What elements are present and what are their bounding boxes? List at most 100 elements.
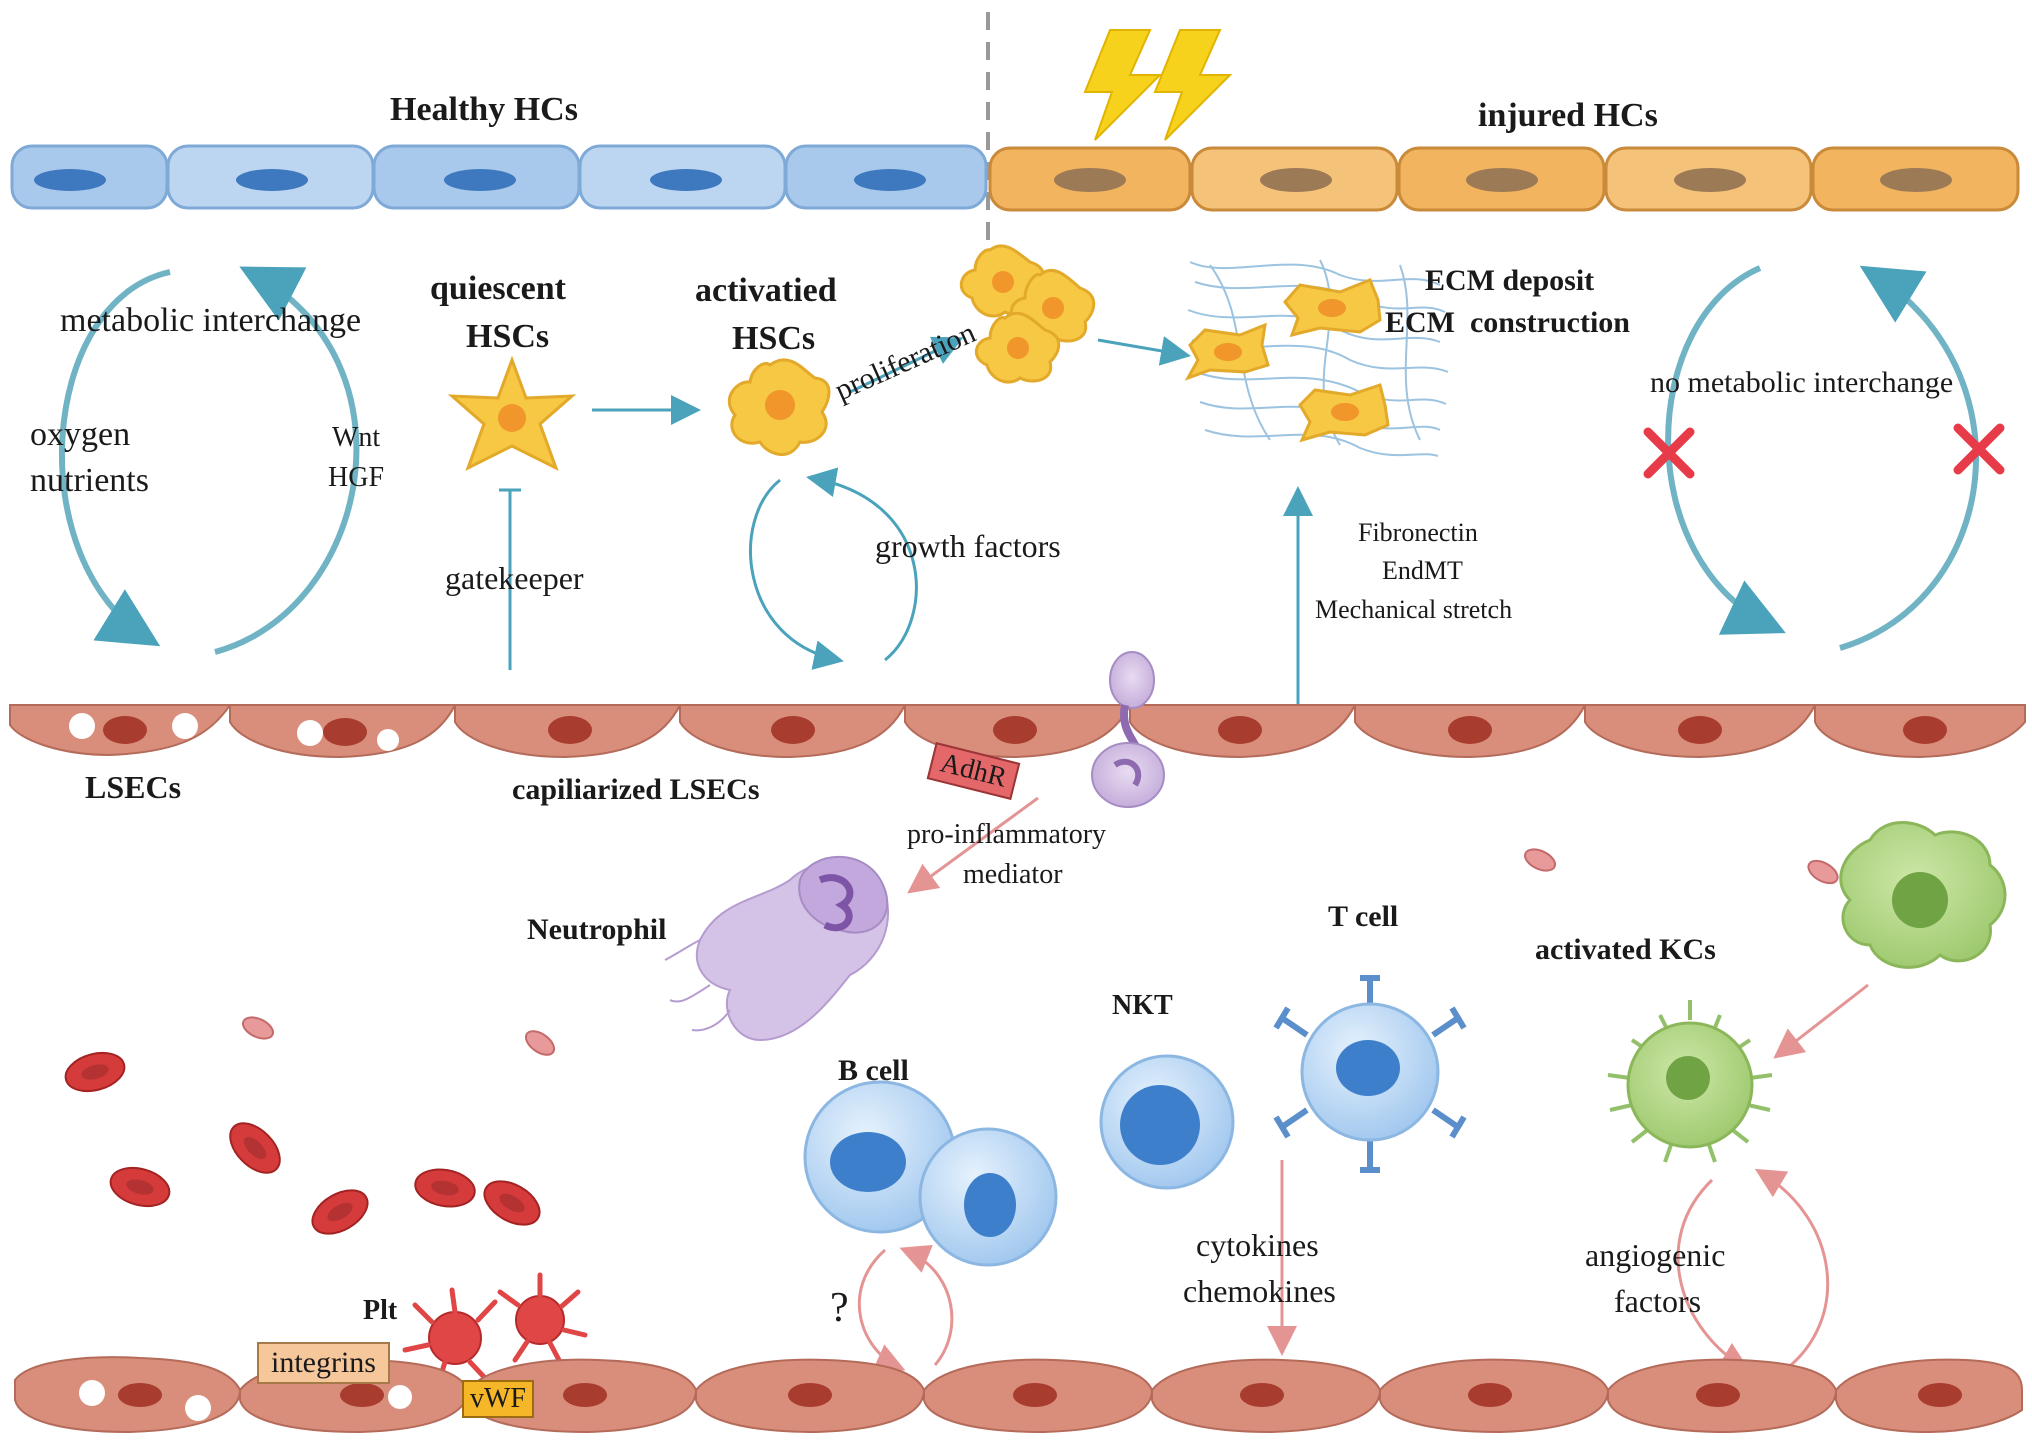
vwf-box: vWF (462, 1380, 534, 1418)
endothelial-nucleus (548, 716, 592, 744)
growth-factors-arrow (806, 467, 918, 662)
cluster-to-ecm-arrow (1097, 336, 1191, 366)
fenestration (185, 1395, 211, 1421)
hepatocyte-nucleus (854, 169, 926, 191)
fenestration (172, 713, 198, 739)
label-mechanical-stretch: Mechanical stretch (1315, 595, 1513, 624)
label-plt: Plt (363, 1295, 398, 1326)
proliferation-arrow (849, 336, 964, 394)
fenestration (388, 1385, 412, 1409)
label-no-metabolic-interchange: no metabolic interchange (1650, 366, 1954, 399)
hsc-nucleus (765, 390, 795, 420)
label-ecm-deposit: ECM deposit (1425, 264, 1595, 297)
label-chemokines: chemokines (1183, 1273, 1336, 1309)
hsc-nucleus (1214, 299, 1359, 421)
endothelial-nucleus (118, 1383, 162, 1407)
label-b-cell: B cell (838, 1054, 909, 1087)
neutrophil (664, 855, 889, 1042)
lower-endothelium (14, 1356, 2023, 1434)
b-cell-loop-arrow (857, 1248, 906, 1372)
endothelial-nucleus (1218, 716, 1262, 744)
cross-icon (1643, 427, 1695, 479)
label-factors: factors (1614, 1283, 1702, 1319)
no-interchange-cycle-arrow (1839, 265, 1979, 651)
fenestration (69, 713, 95, 739)
label-neutrophil: Neutrophil (527, 913, 667, 946)
label-nutrients: nutrients (30, 462, 149, 499)
label-injured-hcs: injured HCs (1478, 97, 1658, 134)
injured-hepatocyte-row (988, 146, 2020, 212)
kupffer-cell (1839, 821, 2007, 969)
endothelial-nucleus (103, 716, 147, 744)
fenestration (79, 1380, 105, 1406)
endothelial-nucleus (340, 1383, 384, 1407)
label-activated-hscs: HSCs (732, 320, 816, 357)
red-blood-cells (64, 1051, 541, 1235)
b-cell-loop-arrow (899, 1245, 954, 1366)
label-capillarized-lsecs: capiliarized LSECs (512, 773, 760, 806)
label-quiescent: quiescent (430, 270, 566, 307)
label-t-cell: T cell (1328, 900, 1399, 933)
label-metabolic-interchange: metabolic interchange (60, 302, 362, 339)
hepatocyte-nucleus (1260, 168, 1332, 192)
label-activated: activatied (695, 272, 837, 309)
endothelial-nucleus (1696, 1383, 1740, 1407)
hepatocyte-nucleus (444, 169, 516, 191)
label-cytokines: cytokines (1196, 1227, 1319, 1263)
label-gatekeeper: gatekeeper (445, 560, 584, 596)
transmigrating-neutrophil (1091, 651, 1165, 808)
label-integrins: integrins (271, 1346, 376, 1379)
endothelial-nucleus (1468, 1383, 1512, 1407)
label-oxygen: oxygen (30, 416, 131, 453)
endothelial-nucleus (1678, 716, 1722, 744)
fenestration (297, 720, 323, 746)
label-healthy-hcs: Healthy HCs (390, 91, 578, 128)
cross-icon (1953, 423, 2005, 475)
hepatocyte-nucleus (1054, 168, 1126, 192)
hepatocyte-nucleus (1466, 168, 1538, 192)
small-red-blood-cells (242, 848, 1839, 1056)
growth-factors-arrow (749, 478, 844, 670)
upper-endothelium (9, 704, 2026, 759)
metabolic-cycle-arrow (214, 266, 360, 655)
endothelial-nucleus (993, 716, 1037, 744)
angiogenic-arrow (1676, 1178, 1751, 1372)
label-nkt: NKT (1112, 990, 1173, 1021)
hepatocyte-nucleus (650, 169, 722, 191)
kupffer-nucleus (1666, 1056, 1710, 1100)
fenestration (377, 729, 399, 751)
label-wnt: Wnt (332, 422, 381, 453)
hepatocyte-nucleus (1674, 168, 1746, 192)
hepatocyte-nucleus (1880, 168, 1952, 192)
endothelial-nucleus (788, 1383, 832, 1407)
label-vwf: vWF (470, 1383, 526, 1414)
endothelial-nucleus (323, 718, 367, 746)
endothelial-nucleus (1903, 716, 1947, 744)
kc-activation-arrow (1773, 983, 1869, 1059)
lightning-icon (1083, 29, 1163, 141)
endothelial-nucleus (1918, 1383, 1962, 1407)
label-question: ? (830, 1285, 849, 1331)
red-blood-cell-center (81, 1064, 525, 1222)
nkt-cell (1099, 1054, 1235, 1190)
endothelial-nucleus (563, 1383, 607, 1407)
platelet (428, 1295, 565, 1365)
lightning-icon (1153, 29, 1233, 141)
endothelial-nucleus (1240, 1383, 1284, 1407)
endothelial-nucleus (1013, 1383, 1057, 1407)
label-angiogenic: angiogenic (1585, 1237, 1726, 1273)
label-endmt: EndMT (1382, 556, 1463, 585)
endothelial-nucleus (771, 716, 815, 744)
label-pro-inflammatory: pro-inflammatory (907, 819, 1107, 850)
hepatocyte-nucleus (236, 169, 308, 191)
no-interchange-cycle-arrow (1665, 265, 1786, 635)
t-cell (1273, 975, 1467, 1173)
label-fibronectin: Fibronectin (1358, 518, 1478, 547)
label-activated-kcs: activated KCs (1535, 933, 1716, 966)
hepatocyte-nucleus (34, 169, 106, 191)
integrins-box: integrins (257, 1342, 390, 1384)
label-lsecs: LSECs (85, 769, 182, 805)
label-hgf: HGF (328, 462, 385, 493)
hsc-nucleus (992, 271, 1064, 359)
